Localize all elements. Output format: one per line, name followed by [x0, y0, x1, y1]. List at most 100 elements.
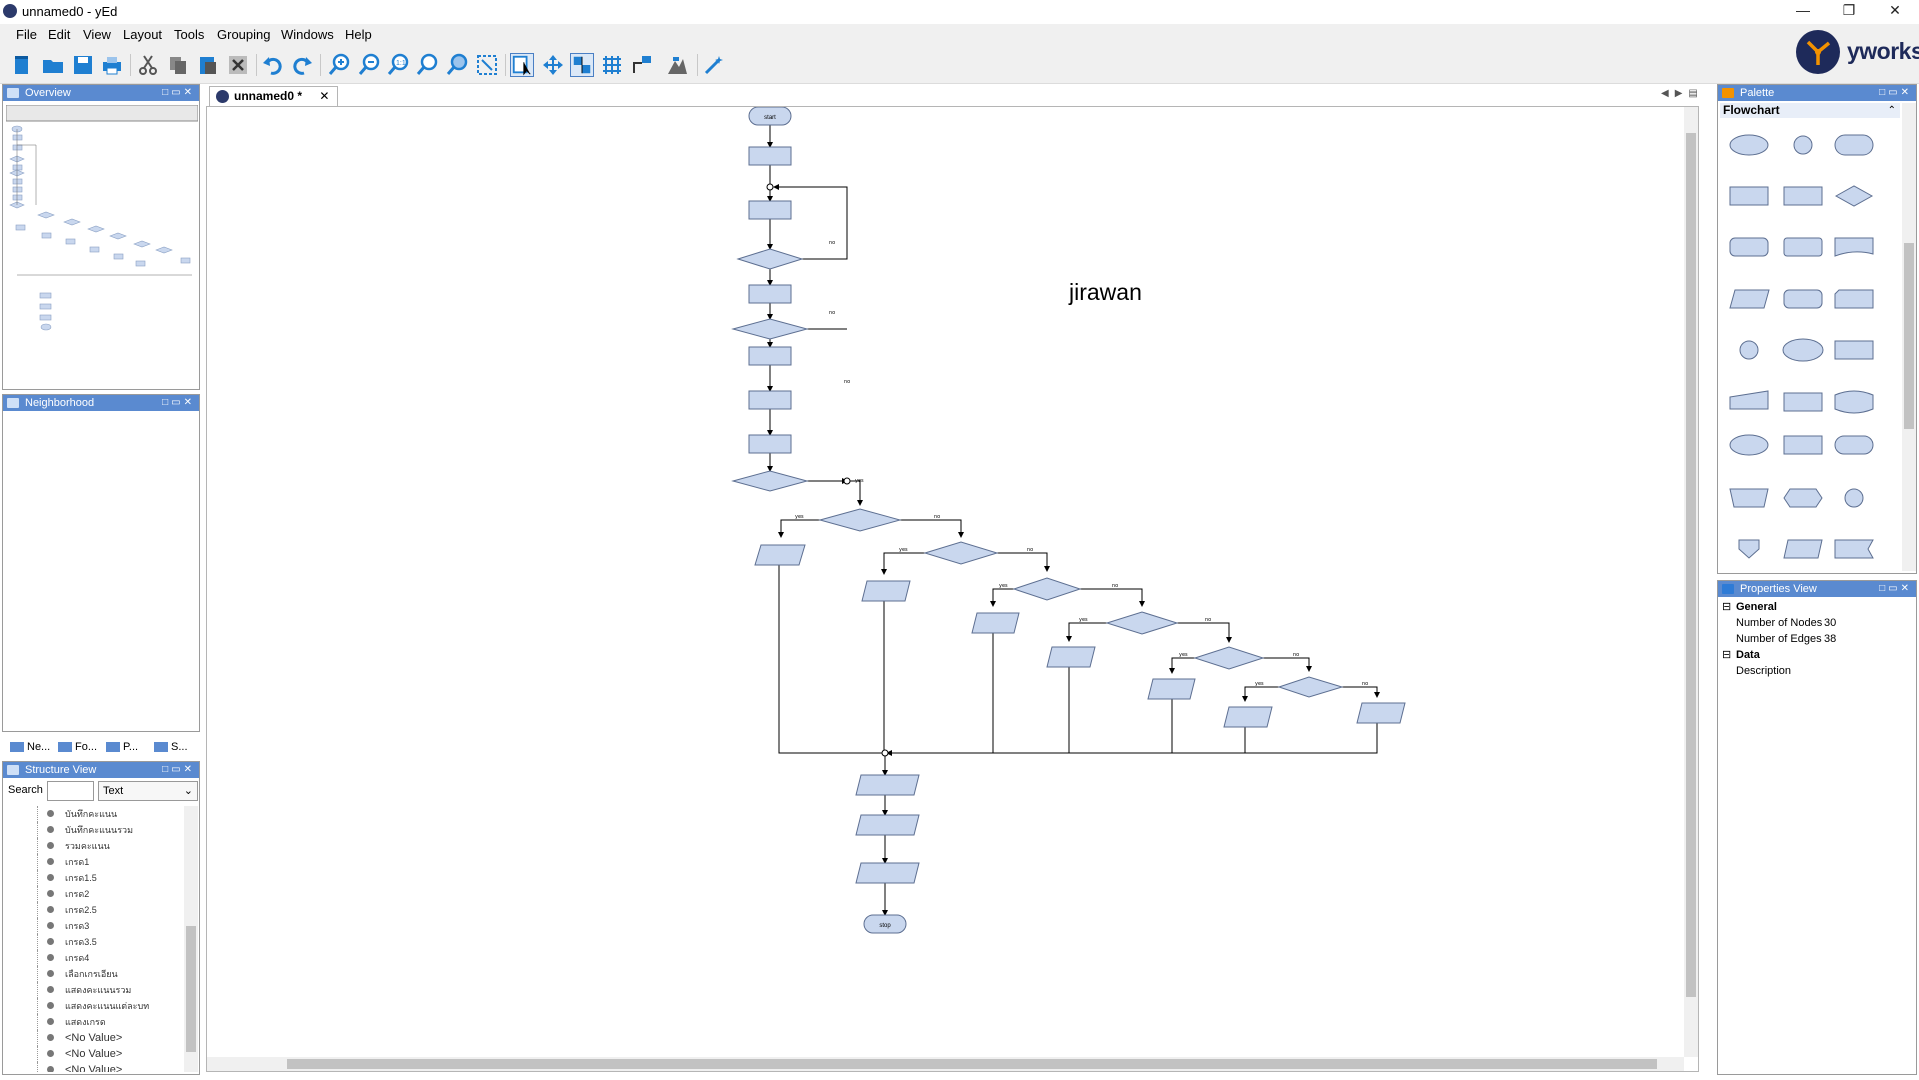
- zoom-original-icon[interactable]: 1:1: [386, 53, 410, 77]
- decision-node[interactable]: [1012, 577, 1082, 601]
- search-input[interactable]: [47, 781, 94, 801]
- canvas-vertical-scrollbar[interactable]: [1684, 107, 1698, 1057]
- menu-file[interactable]: File: [16, 27, 37, 42]
- collapse-icon[interactable]: ⌃: [1887, 105, 1896, 116]
- structure-tree-item[interactable]: เกรด2.5: [3, 902, 183, 918]
- process-node[interactable]: [748, 346, 792, 366]
- menu-tools[interactable]: Tools: [174, 27, 205, 42]
- structure-tree-item[interactable]: เกรด1.5: [3, 870, 183, 886]
- zoom-in-icon[interactable]: [327, 53, 351, 77]
- menu-edit[interactable]: Edit: [48, 27, 71, 42]
- structure-tree-item[interactable]: บันทึกคะแนนรวม: [3, 822, 183, 838]
- structure-scrollbar[interactable]: [184, 806, 198, 1072]
- menu-view[interactable]: View: [83, 27, 111, 42]
- palette-scrollbar[interactable]: [1902, 103, 1916, 571]
- decision-node[interactable]: [736, 248, 804, 270]
- property-group-general[interactable]: ⊟General: [1722, 601, 1777, 613]
- decision-node[interactable]: [1105, 611, 1179, 635]
- structure-tree-item[interactable]: <No Value>: [3, 1030, 183, 1046]
- copy-icon[interactable]: [166, 53, 190, 77]
- zoom-out-icon[interactable]: [357, 53, 381, 77]
- fit-content-icon[interactable]: [415, 53, 439, 77]
- structure-scroll-thumb[interactable]: [186, 926, 196, 1052]
- close-tab-icon[interactable]: ✕: [319, 89, 330, 103]
- palette-scroll-thumb[interactable]: [1904, 243, 1914, 429]
- search-filter-select[interactable]: Text⌄: [98, 781, 198, 801]
- magic-wand-icon[interactable]: [702, 53, 726, 77]
- fit-selection-icon[interactable]: [475, 53, 499, 77]
- zoom-area-icon[interactable]: [445, 53, 469, 77]
- output-node[interactable]: [861, 580, 911, 602]
- start-node[interactable]: [748, 107, 792, 126]
- grid-icon[interactable]: [600, 53, 624, 77]
- collapse-icon[interactable]: ⊟: [1722, 601, 1732, 613]
- panel-controls[interactable]: □▭✕: [1879, 583, 1912, 594]
- cut-icon[interactable]: [136, 53, 160, 77]
- panel-controls[interactable]: □▭✕: [1879, 87, 1912, 98]
- restore-button[interactable]: ❐: [1842, 2, 1856, 18]
- structure-tree-item[interactable]: แสดงเกรด: [3, 1014, 183, 1030]
- structure-tree-item[interactable]: เกรด4: [3, 950, 183, 966]
- stop-node[interactable]: [863, 914, 907, 934]
- print-icon[interactable]: [100, 53, 124, 77]
- process-node[interactable]: [748, 146, 792, 166]
- hierarchy-layout-icon[interactable]: [665, 53, 689, 77]
- output-node[interactable]: [855, 774, 920, 796]
- canvas-vscroll-thumb[interactable]: [1686, 133, 1696, 997]
- menu-layout[interactable]: Layout: [123, 27, 163, 42]
- property-group-data[interactable]: ⊟Data: [1722, 649, 1760, 661]
- orthogonal-edges-icon[interactable]: [630, 53, 654, 77]
- snapping-icon[interactable]: [570, 53, 594, 77]
- menu-grouping[interactable]: Grouping: [217, 27, 271, 42]
- close-window-button[interactable]: ✕: [1889, 2, 1901, 18]
- minimize-button[interactable]: —: [1796, 2, 1810, 18]
- tab-successors[interactable]: S...: [154, 737, 188, 757]
- output-node[interactable]: [855, 814, 920, 836]
- process-node[interactable]: [748, 434, 792, 454]
- diagram-annotation[interactable]: jirawan: [1068, 279, 1142, 305]
- new-document-icon[interactable]: [10, 53, 34, 77]
- structure-tree-item[interactable]: บันทึกคะแนน: [3, 806, 183, 822]
- structure-tree-item[interactable]: เลือกเกรเอียน: [3, 966, 183, 982]
- move-mode-icon[interactable]: [541, 53, 565, 77]
- save-icon[interactable]: [71, 53, 95, 77]
- output-node[interactable]: [855, 862, 920, 884]
- structure-tree-item[interactable]: แสดงคะแนนรวม: [3, 982, 183, 998]
- edit-mode-icon[interactable]: [510, 53, 534, 77]
- output-node[interactable]: [754, 544, 806, 566]
- structure-tree-item[interactable]: <No Value>: [3, 1046, 183, 1062]
- decision-node[interactable]: [818, 508, 902, 532]
- palette-section-header[interactable]: Flowchart⌃: [1720, 103, 1900, 118]
- structure-tree-item[interactable]: แสดงคะแนนแต่ละบท: [3, 998, 183, 1014]
- menu-help[interactable]: Help: [345, 27, 372, 42]
- output-node[interactable]: [1356, 702, 1406, 724]
- document-tab[interactable]: unnamed0 * ✕: [209, 86, 339, 106]
- structure-tree-item[interactable]: เกรด3.5: [3, 934, 183, 950]
- redo-icon[interactable]: [290, 53, 314, 77]
- output-node[interactable]: [1147, 678, 1196, 700]
- overview-thumbnail[interactable]: [6, 105, 198, 387]
- open-folder-icon[interactable]: [41, 53, 65, 77]
- menu-windows[interactable]: Windows: [281, 27, 334, 42]
- output-node[interactable]: [1046, 646, 1096, 668]
- decision-node[interactable]: [731, 470, 809, 492]
- panel-controls[interactable]: □▭✕: [162, 764, 195, 775]
- tab-neighborhood[interactable]: Ne...: [10, 737, 50, 757]
- decision-node[interactable]: [923, 541, 999, 565]
- structure-tree-item[interactable]: รวมคะแนน: [3, 838, 183, 854]
- output-node[interactable]: [971, 612, 1020, 634]
- palette-shapes[interactable]: [1722, 125, 1898, 565]
- decision-node[interactable]: [731, 318, 809, 340]
- tab-predecessors[interactable]: P...: [106, 737, 138, 757]
- process-node[interactable]: [748, 200, 792, 220]
- process-node[interactable]: [748, 284, 792, 304]
- decision-node[interactable]: [1277, 676, 1344, 698]
- tab-folding[interactable]: Fo...: [58, 737, 97, 757]
- structure-tree-item[interactable]: เกรด3: [3, 918, 183, 934]
- structure-tree-item[interactable]: <No Value>: [3, 1062, 183, 1072]
- panel-controls[interactable]: □▭✕: [162, 87, 195, 98]
- property-row[interactable]: Description: [1718, 663, 1916, 679]
- decision-node[interactable]: [1193, 646, 1265, 670]
